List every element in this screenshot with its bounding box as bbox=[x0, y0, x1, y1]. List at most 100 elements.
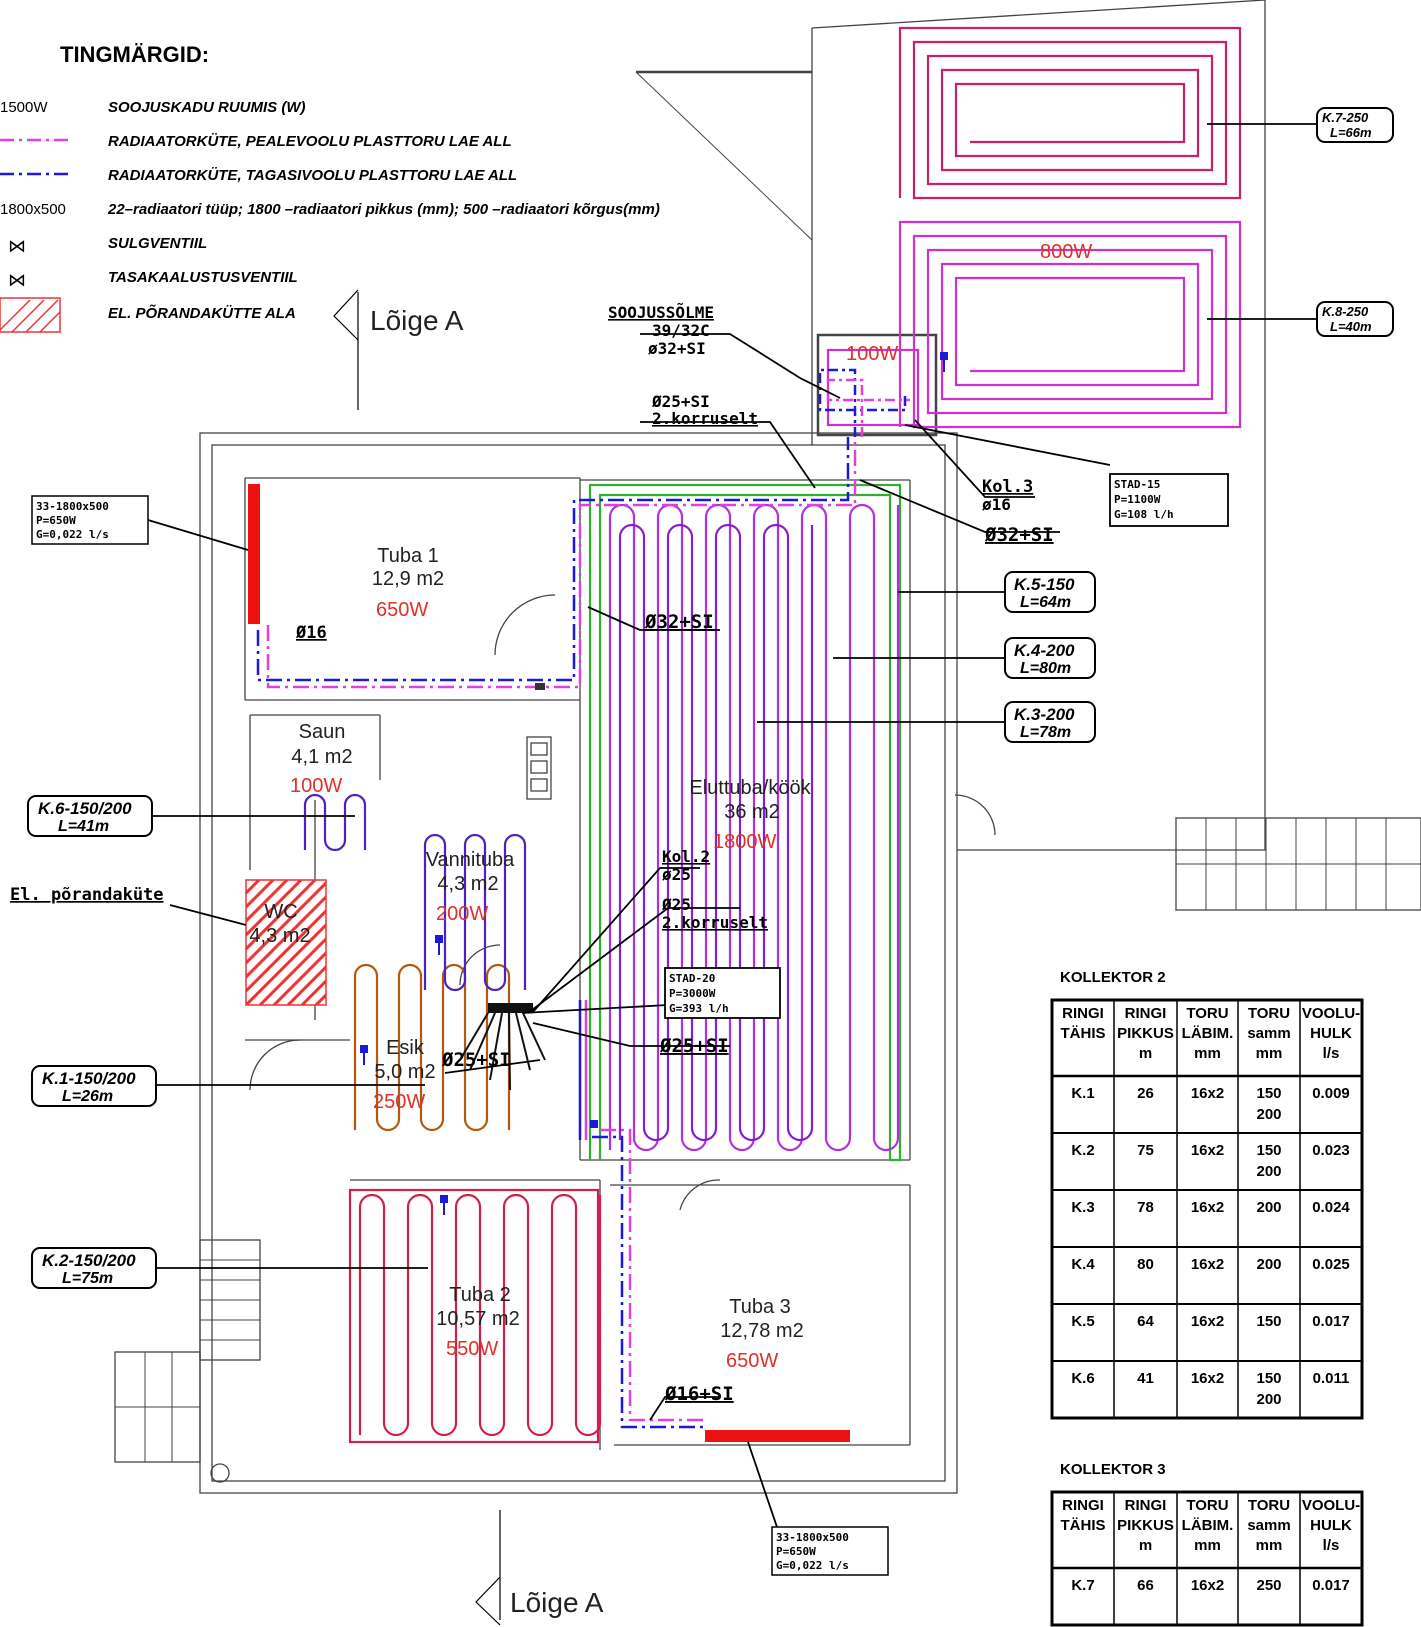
table-frame bbox=[1050, 1490, 1364, 1627]
table-cell: K.5 bbox=[1071, 1313, 1094, 1330]
loop-k5 bbox=[588, 483, 902, 1162]
shutoff-valve-icon bbox=[535, 683, 545, 690]
table-header-cell: l/s bbox=[1323, 1537, 1340, 1554]
loop-k2 bbox=[358, 1193, 602, 1437]
table-cell: 16x2 bbox=[1191, 1370, 1224, 1387]
callout-stad20-id: STAD-20 bbox=[669, 972, 715, 985]
room-power-vannituba: 200W bbox=[436, 903, 488, 925]
floor-heating-hatch-icon bbox=[0, 297, 61, 333]
callout-k3-length: L=78m bbox=[1020, 724, 1071, 741]
table-header-cell: RINGI bbox=[1125, 1005, 1167, 1022]
table-header-cell: RINGI bbox=[1062, 1497, 1104, 1514]
callout-stad20-power: P=3000W bbox=[669, 987, 716, 1000]
label-o25-mid: Ø25 bbox=[661, 895, 691, 914]
room-power-tuba3: 650W bbox=[726, 1350, 778, 1372]
label-kol3-pipe: ø16 bbox=[982, 495, 1011, 514]
table-cell: 200 bbox=[1256, 1391, 1281, 1408]
room-area-elutuba: 36 m2 bbox=[724, 801, 780, 823]
table-cell: 0.017 bbox=[1312, 1313, 1350, 1330]
callout-rad2-type: 33-1800x500 bbox=[776, 1531, 849, 1544]
callout-k1-length: L=26m bbox=[62, 1088, 113, 1105]
table-cell: 0.011 bbox=[1313, 1370, 1350, 1387]
section-label-bottom: Lõige A bbox=[510, 1587, 604, 1618]
balancing-valve-icon bbox=[435, 935, 443, 955]
table-header-cell: HULK bbox=[1310, 1517, 1352, 1534]
table-cell: 200 bbox=[1256, 1163, 1281, 1180]
table-header-cell: HULK bbox=[1310, 1025, 1352, 1042]
label-kol3: Kol.3 bbox=[982, 477, 1033, 497]
table-header-cell: TORU bbox=[1186, 1005, 1228, 1022]
shutoff-valve-icon: ⋈ bbox=[8, 236, 26, 256]
callout-rad1-power: P=650W bbox=[36, 514, 76, 527]
label-o25si-right: Ø25+SI bbox=[659, 1035, 729, 1057]
table-cell: K.1 bbox=[1071, 1085, 1094, 1102]
room-name-vannituba: Vannituba bbox=[426, 849, 515, 871]
table-cell: 41 bbox=[1137, 1370, 1154, 1387]
table-title: KOLLEKTOR 2 bbox=[1060, 969, 1166, 986]
table-cell: 0.025 bbox=[1312, 1256, 1350, 1273]
table-header-cell: l/s bbox=[1323, 1045, 1340, 1062]
table-header-cell: LÄBIM. bbox=[1182, 1025, 1234, 1042]
table-cell: 200 bbox=[1256, 1106, 1281, 1123]
table-header-cell: TORU bbox=[1186, 1497, 1228, 1514]
table-cell: 250 bbox=[1256, 1577, 1281, 1594]
legend-text-electric-floor: EL. PÕRANDAKÜTTE ALA bbox=[108, 304, 296, 322]
table-header-cell: samm bbox=[1247, 1517, 1290, 1534]
room-name-saun: Saun bbox=[299, 721, 346, 743]
balancing-valve-icon: ⋈ bbox=[8, 270, 26, 290]
label-o25si-esik: Ø25+SI bbox=[441, 1049, 511, 1071]
table-cell: 16x2 bbox=[1191, 1256, 1224, 1273]
table-cell: 64 bbox=[1137, 1313, 1154, 1330]
electric-floor-area bbox=[245, 879, 327, 1006]
label-el-porandakute: El. põrandaküte bbox=[10, 885, 164, 905]
room-name-wc: WC bbox=[264, 901, 297, 923]
table-cell: 80 bbox=[1137, 1256, 1154, 1273]
table-cell: 200 bbox=[1256, 1199, 1281, 1216]
callout-stad15-id: STAD-15 bbox=[1114, 478, 1160, 491]
room-power-technical: 100W bbox=[846, 343, 898, 365]
table-header-cell: mm bbox=[1194, 1045, 1221, 1062]
table-header-cell: PIKKUS bbox=[1117, 1025, 1174, 1042]
table-header-cell: RINGI bbox=[1125, 1497, 1167, 1514]
legend-text-return: RADIAATORKÜTE, TAGASIVOOLU PLASTTORU LAE… bbox=[108, 167, 517, 184]
table-header-cell: TORU bbox=[1248, 1005, 1290, 1022]
table-cell: 150 bbox=[1256, 1142, 1281, 1159]
room-area-tuba2: 10,57 m2 bbox=[436, 1308, 519, 1330]
room-area-vannituba: 4,3 m2 bbox=[437, 873, 498, 895]
table-cell: 78 bbox=[1137, 1199, 1154, 1216]
callout-k2-id: K.2-150/200 bbox=[42, 1251, 136, 1270]
legend-title: TINGMÄRGID: bbox=[60, 42, 209, 67]
table-cell: 0.024 bbox=[1312, 1199, 1350, 1216]
section-mark-bottom: Lõige A bbox=[475, 1510, 604, 1626]
table-header-cell: PIKKUS bbox=[1117, 1517, 1174, 1534]
table-cell: 66 bbox=[1137, 1577, 1154, 1594]
section-mark-top: Lõige A bbox=[333, 289, 464, 410]
table-header-cell: VOOLU- bbox=[1302, 1497, 1360, 1514]
label-o16si: Ø16+SI bbox=[664, 1383, 734, 1405]
legend-text-radiator: 22–radiaatori tüüp; 1800 –radiaatori pik… bbox=[107, 201, 660, 218]
label-o32si-mid: Ø32+SI bbox=[644, 611, 714, 633]
callout-k2-length: L=75m bbox=[62, 1270, 113, 1287]
table-cell: 0.009 bbox=[1312, 1085, 1350, 1102]
section-label-top: Lõige A bbox=[370, 305, 464, 336]
table-cell: 16x2 bbox=[1191, 1313, 1224, 1330]
balancing-valve-icon bbox=[590, 1120, 598, 1128]
table-header-cell: TÄHIS bbox=[1061, 1025, 1106, 1042]
balancing-valve-icon bbox=[360, 1045, 368, 1065]
loop-k4 bbox=[608, 503, 900, 1152]
table-header-cell: mm bbox=[1256, 1537, 1283, 1554]
balancing-valve-icon bbox=[940, 352, 948, 372]
table-cell: 150 bbox=[1256, 1370, 1281, 1387]
room-power-esik: 250W bbox=[373, 1091, 425, 1113]
callout-stad15-flow: G=108 l/h bbox=[1114, 508, 1174, 521]
room-power-terrace: 800W bbox=[1040, 241, 1092, 263]
table-cell: K.2 bbox=[1071, 1142, 1094, 1159]
callout-stad20-flow: G=393 l/h bbox=[669, 1002, 729, 1015]
callout-k8-length: L=40m bbox=[1330, 319, 1372, 334]
callout-k7-length: L=66m bbox=[1330, 125, 1372, 140]
manifold-kol2 bbox=[488, 1003, 533, 1013]
room-power-saun: 100W bbox=[290, 775, 342, 797]
room-area-saun: 4,1 m2 bbox=[291, 746, 352, 768]
room-labels: Tuba 1 12,9 m2 650W Saun 4,1 m2 100W Van… bbox=[249, 241, 1092, 1372]
